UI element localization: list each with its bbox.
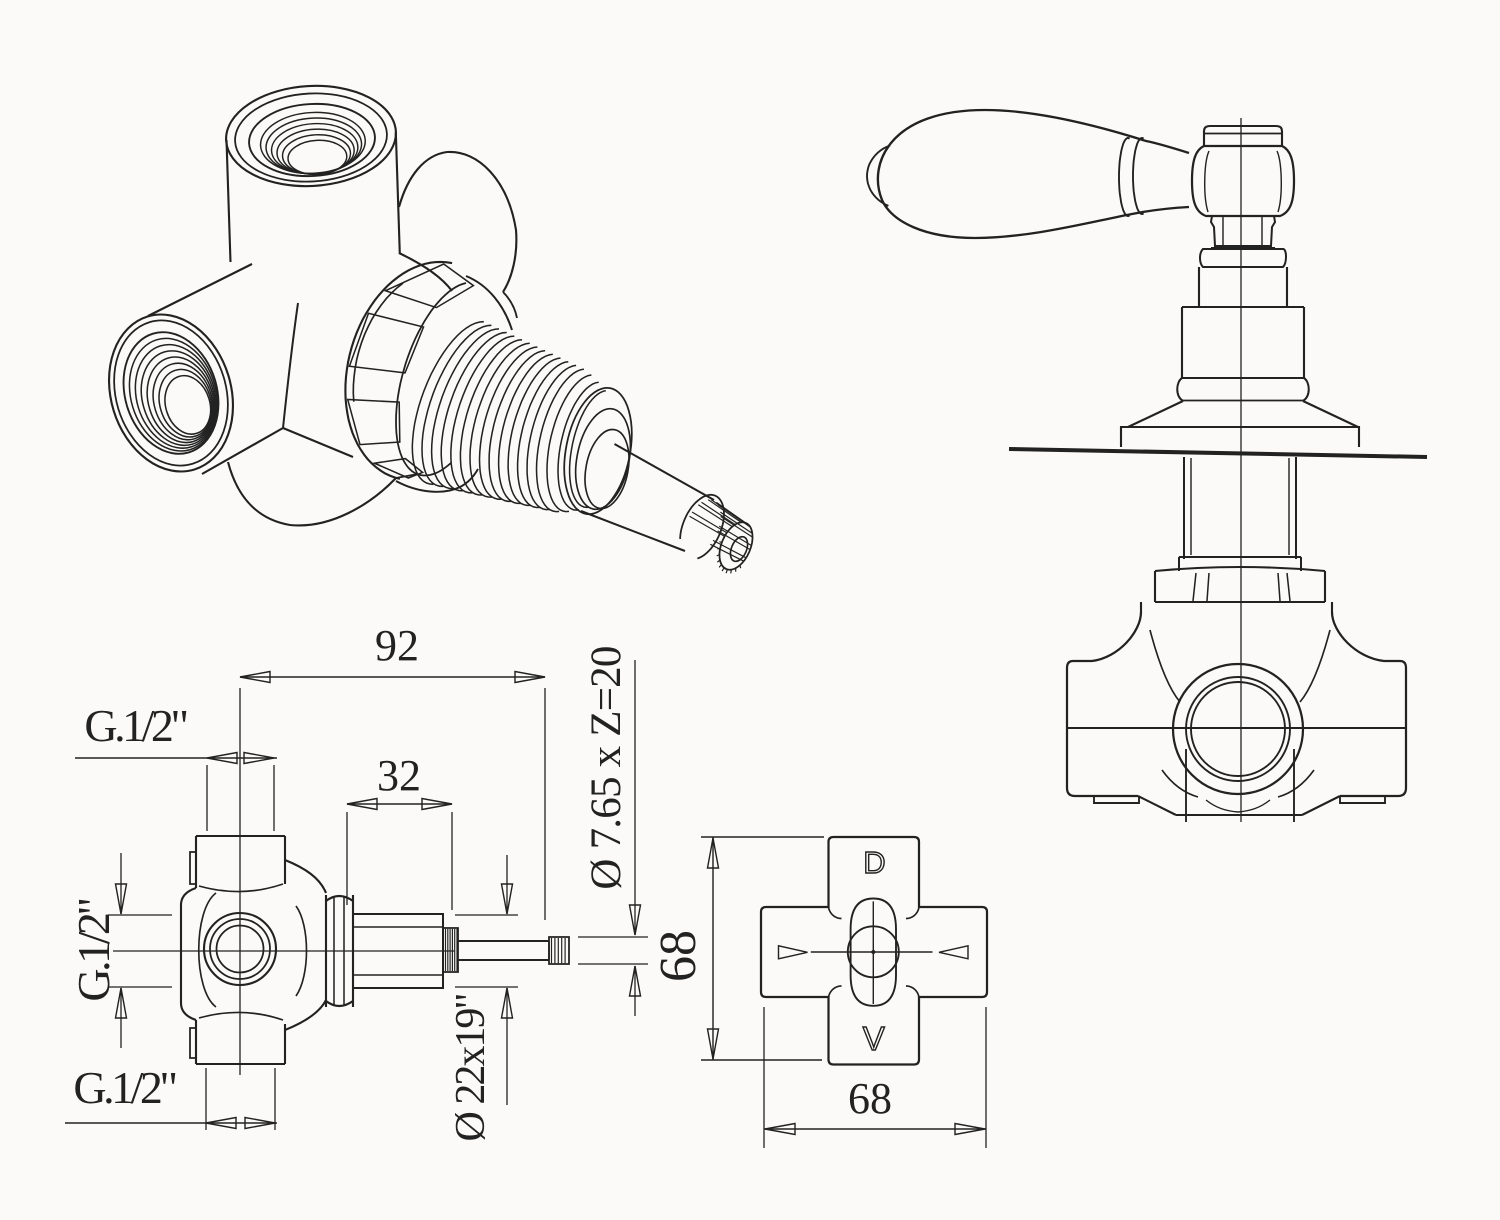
svg-text:V: V — [863, 1020, 885, 1057]
svg-text:68: 68 — [650, 930, 707, 982]
svg-text:32: 32 — [377, 751, 421, 800]
svg-text:G.1/2": G.1/2" — [73, 1062, 175, 1113]
svg-text:Ø 7.65 x Z=20: Ø 7.65 x Z=20 — [583, 646, 630, 889]
svg-text:D: D — [863, 845, 885, 880]
svg-text:Ø 22x19": Ø 22x19" — [448, 995, 494, 1142]
svg-text:G.1/2": G.1/2" — [68, 900, 119, 1002]
svg-text:92: 92 — [375, 621, 419, 670]
svg-text:G.1/2": G.1/2" — [84, 700, 186, 751]
svg-text:68: 68 — [848, 1074, 892, 1123]
